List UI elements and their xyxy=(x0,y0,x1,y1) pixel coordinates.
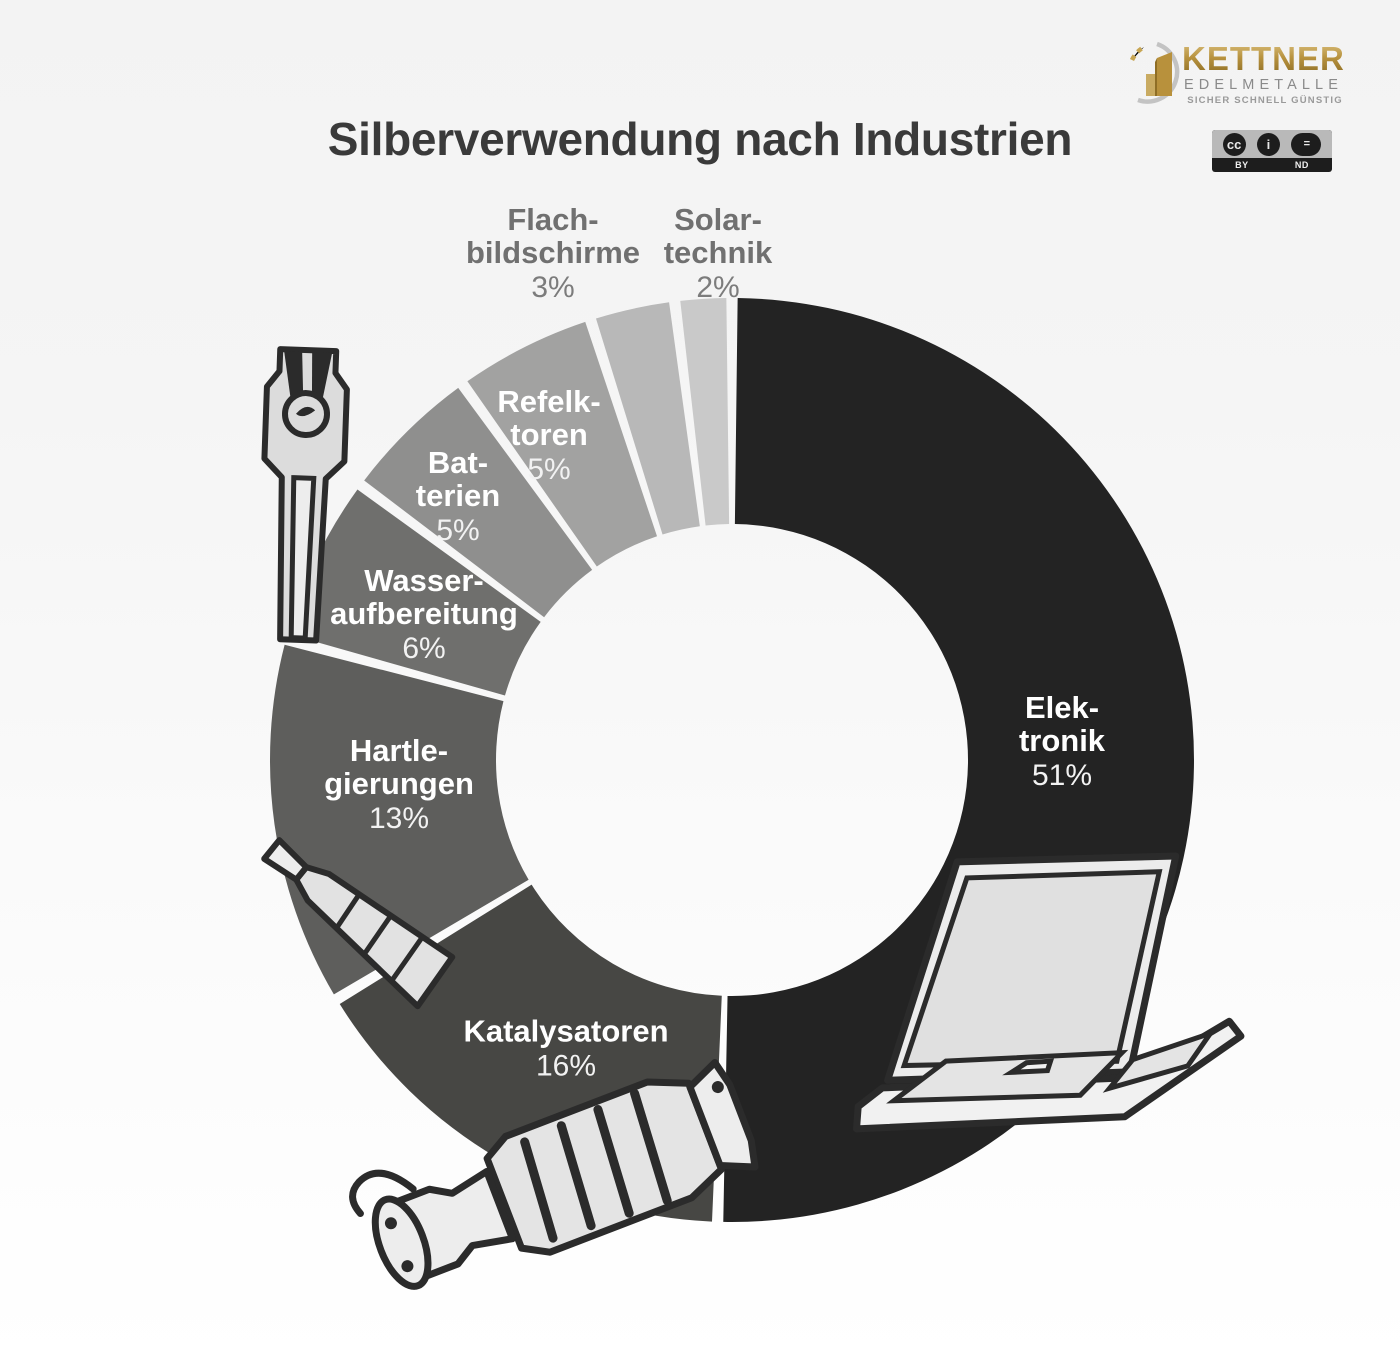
cc-nd-label: ND xyxy=(1294,160,1309,170)
cc-icon: cc xyxy=(1222,132,1246,156)
brand-subtitle: EDELMETALLE xyxy=(1184,77,1343,93)
cc-nd-icon: = xyxy=(1291,132,1322,156)
cc-icon-row: cc i = xyxy=(1212,130,1332,158)
brand-tagline: SICHER SCHNELL GÜNSTIG xyxy=(1187,95,1343,106)
cc-by-label: BY xyxy=(1235,160,1249,170)
cc-by-icon: i xyxy=(1256,132,1280,156)
donut-slice-refelktoren[interactable] xyxy=(467,321,658,567)
water-filter-illustration xyxy=(261,346,350,644)
donut-slice-wasseraufbereitung[interactable] xyxy=(287,489,541,696)
brazing-rod-illustration xyxy=(261,837,456,1010)
creative-commons-badge: cc i = BY ND xyxy=(1212,130,1332,172)
laptop-illustration xyxy=(853,852,1245,1133)
brand-name: KETTNER xyxy=(1182,40,1345,77)
kettner-emblem-icon xyxy=(1129,41,1180,104)
donut-slice-flachbildschirme[interactable] xyxy=(595,302,700,535)
brand-logo: KETTNER EDELMETALLE SICHER SCHNELL GÜNST… xyxy=(1124,38,1364,116)
cc-label-row: BY ND xyxy=(1212,158,1332,172)
donut-slice-batterien[interactable] xyxy=(364,387,593,618)
donut-slice-solartechnik[interactable] xyxy=(680,298,730,526)
brand-wordmark: KETTNER EDELMETALLE SICHER SCHNELL GÜNST… xyxy=(1182,40,1345,107)
catalytic-converter-illustration xyxy=(349,1058,759,1290)
page-title: Silberverwendung nach Industrien xyxy=(327,113,1073,165)
